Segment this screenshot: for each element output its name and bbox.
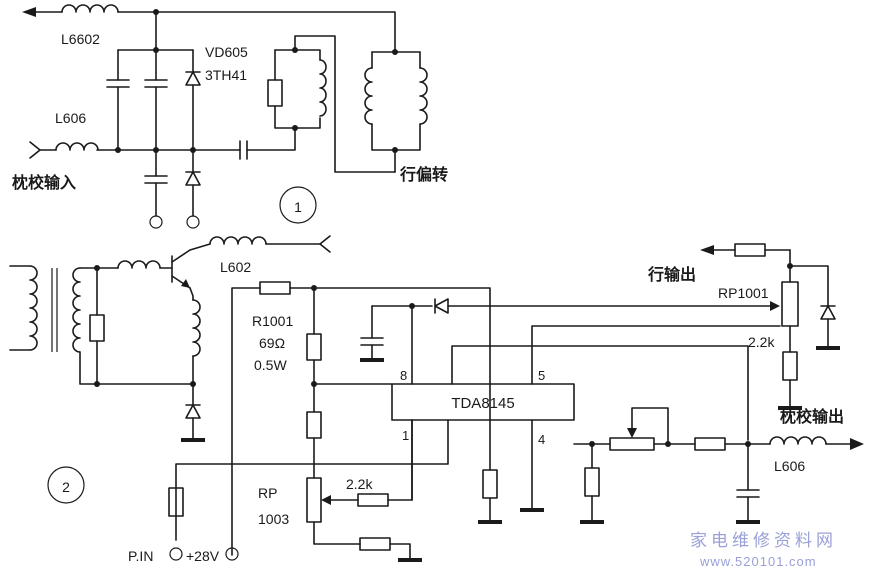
potentiometer-rp1003 <box>306 477 322 523</box>
coil-yoke-right-b <box>419 67 428 125</box>
yoke-assembly <box>267 35 428 173</box>
coil-yoke-right-a <box>364 67 373 125</box>
diode-vd605 <box>185 71 201 86</box>
label-r1001-value: 69Ω <box>259 335 285 351</box>
resistor-output <box>694 437 726 451</box>
label-r1001: R1001 <box>252 313 293 329</box>
label-rp1001: RP1001 <box>718 285 769 301</box>
ic-label: TDA8145 <box>451 395 514 412</box>
inductor-l606-bottom <box>769 436 827 445</box>
inductor-l606-top <box>55 142 99 151</box>
label-l6602: L6602 <box>61 31 100 47</box>
resistor-2k2-right <box>782 351 798 381</box>
terminal-left <box>149 215 163 229</box>
figure-2: TDA8145 <box>9 235 864 564</box>
inductor-l6602 <box>61 4 119 13</box>
label-l602: L602 <box>220 259 251 275</box>
label-vd605: VD605 <box>205 44 248 60</box>
resistor-output-shunt <box>584 467 600 497</box>
potentiometer-output <box>609 437 655 451</box>
figure-2-marker <box>47 466 85 504</box>
label-l606-bottom: L606 <box>774 458 805 474</box>
terminal-28v <box>225 547 239 561</box>
label-pin-4: 4 <box>538 432 545 447</box>
label-pin-1: 1 <box>402 428 409 443</box>
terminal-pin <box>169 547 183 561</box>
label-2k2-right: 2.2k <box>748 334 775 350</box>
diode-lower <box>185 171 201 186</box>
capacitor-pin8 <box>360 337 384 346</box>
capacitor-c3 <box>144 175 168 184</box>
label-pin-correction-output: 枕校输出 <box>780 407 844 426</box>
resistor-yoke <box>267 79 283 107</box>
transformer <box>9 265 81 353</box>
label-28v: +28V <box>186 548 220 564</box>
capacitor-c2 <box>144 79 168 88</box>
coil-yoke-left <box>319 59 327 117</box>
resistor-r1001 <box>259 281 291 295</box>
potentiometer-rp1001 <box>781 281 799 327</box>
watermark-url: www.520101.com <box>699 554 817 569</box>
resistor-ic-bottom <box>482 469 498 499</box>
figure-2-number: 2 <box>62 479 70 495</box>
label-rp: RP <box>258 485 277 501</box>
resistor-base <box>89 314 105 342</box>
ic-tda8145 <box>391 383 575 421</box>
resistor-rp-ground <box>359 537 391 551</box>
diode-rp1001 <box>820 305 836 320</box>
resistor-r1001-b <box>306 333 322 361</box>
label-pin-8: 8 <box>400 368 407 383</box>
label-horizontal-output: 行输出 <box>647 265 696 284</box>
resistor-divider <box>306 411 322 439</box>
label-horizontal-yoke: 行偏转 <box>399 165 448 184</box>
resistor-pin <box>168 487 184 517</box>
capacitor-output <box>736 489 760 498</box>
label-p-in: P.IN <box>128 548 153 564</box>
label-2k2-mid: 2.2k <box>346 476 373 492</box>
label-r1001-watt: 0.5W <box>254 357 287 373</box>
resistor-h-out <box>734 243 766 257</box>
terminal-right <box>186 215 200 229</box>
figure-1: 1 L6602 VD605 3TH41 L606 枕校输入 行偏转 <box>12 4 448 229</box>
label-3th41: 3TH41 <box>205 67 247 83</box>
capacitor-c1 <box>106 79 130 88</box>
transistor <box>171 243 211 289</box>
inductor-emitter <box>192 299 201 357</box>
inductor-base <box>117 260 161 269</box>
diode-pin8 <box>434 298 449 314</box>
label-rp-1003: 1003 <box>258 511 289 527</box>
inductor-l602 <box>209 236 267 245</box>
label-pin-correction-input: 枕校输入 <box>12 173 76 192</box>
resistor-2k2-mid <box>357 493 389 507</box>
figure-1-marker <box>279 186 317 224</box>
watermark-site-name: 家电维修资料网 <box>690 531 837 551</box>
label-l606-top: L606 <box>55 110 86 126</box>
diode-emitter <box>185 404 201 419</box>
capacitor-coupling <box>239 140 248 160</box>
label-pin-5: 5 <box>538 368 545 383</box>
figure-1-number: 1 <box>294 199 302 215</box>
